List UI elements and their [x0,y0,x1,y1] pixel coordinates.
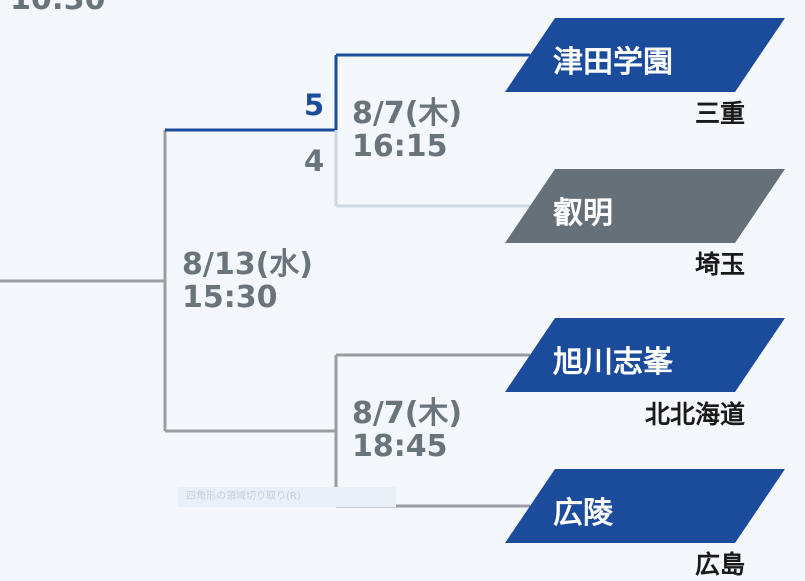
team-card-2[interactable]: 叡明 [505,169,785,243]
quarterfinal-1-info: 8/7(木) 16:15 [352,97,462,163]
team-parallelogram [505,18,785,92]
team-card-3[interactable]: 旭川志峯 [505,318,785,392]
team-prefecture-4: 広島 [694,550,745,579]
team-prefecture-2: 埼玉 [694,250,745,279]
quarterfinal-2-time: 18:45 [352,429,448,464]
quarterfinal-2-date: 8/7(木) [352,396,463,431]
partial-time-label: 10:30 [10,0,106,17]
team-card-1[interactable]: 津田学園 [505,18,785,92]
team-parallelogram [505,318,785,392]
team-prefecture-1: 三重 [694,99,745,128]
team-parallelogram [505,169,785,243]
score-winner: 5 [304,88,325,122]
team-name: 広陵 [553,496,613,531]
team-name: 旭川志峯 [553,345,673,380]
quarterfinal-1-time: 16:15 [352,129,448,164]
semifinal-time: 15:30 [182,280,278,315]
faint-overlay-note: 四角形の領域切り取り(R) [178,487,396,507]
team-prefecture-3: 北北海道 [644,400,745,429]
quarterfinal-2-info: 8/7(木) 18:45 [352,397,462,463]
team-card-4[interactable]: 広陵 [505,469,785,543]
quarterfinal-1-date: 8/7(木) [352,96,463,131]
semifinal-info: 8/13(水) 15:30 [182,248,313,314]
score-loser: 4 [304,144,325,178]
semifinal-date: 8/13(水) [182,247,314,282]
team-name: 津田学園 [553,45,673,80]
team-parallelogram [505,469,785,543]
team-name: 叡明 [553,196,613,231]
